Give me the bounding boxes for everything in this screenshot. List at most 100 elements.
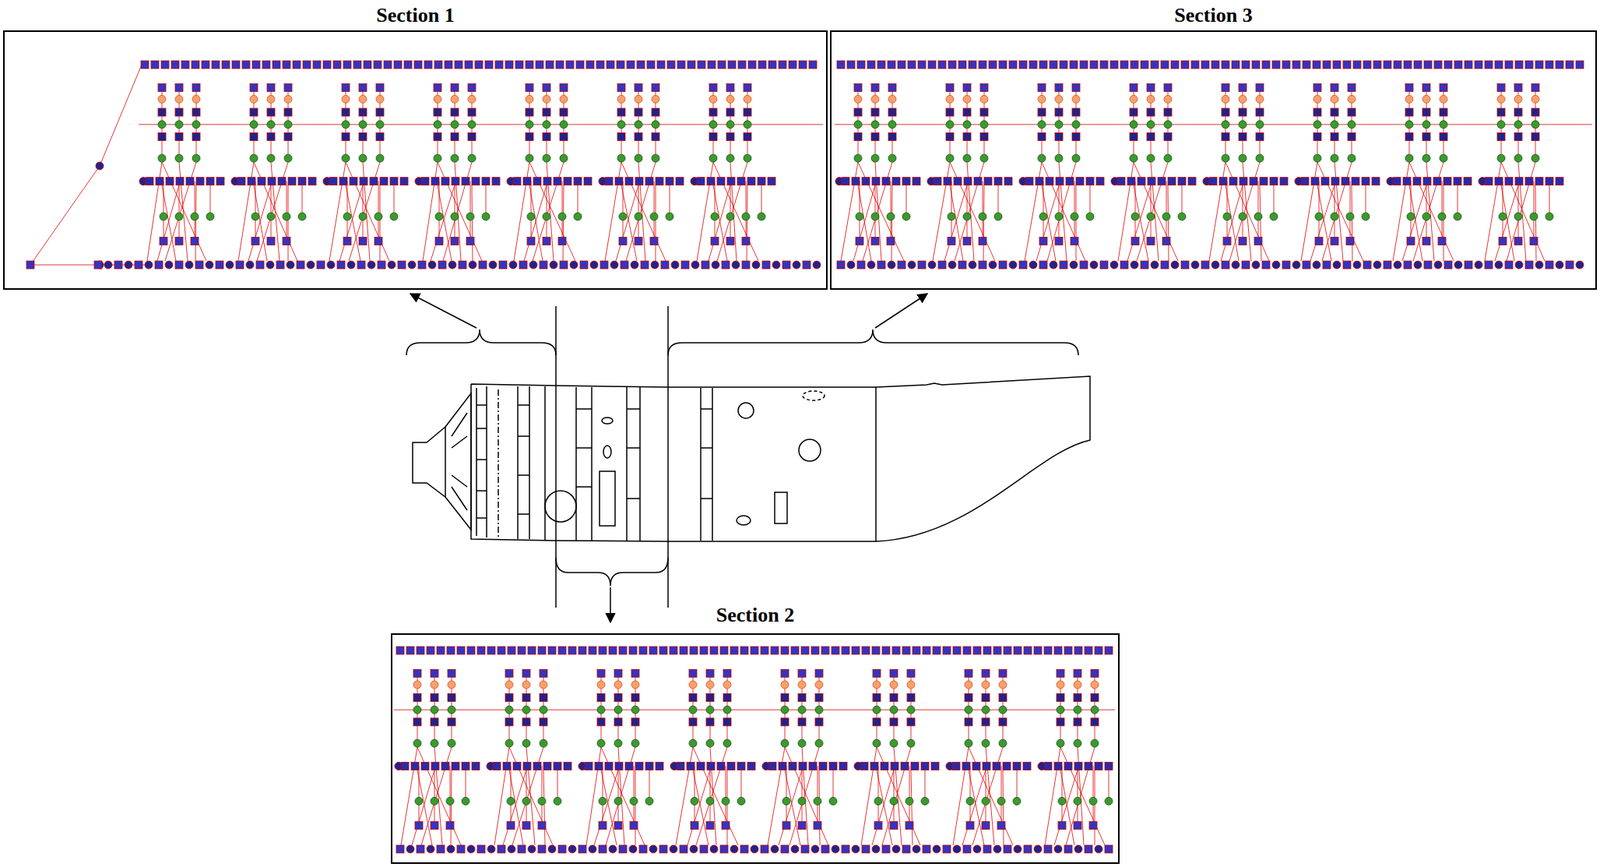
link-line xyxy=(638,161,646,261)
process-circle xyxy=(1104,796,1113,805)
network-elements xyxy=(394,646,1113,853)
link-line xyxy=(1225,161,1270,261)
element-square xyxy=(1347,108,1356,117)
process-circle xyxy=(886,212,895,221)
element-circle xyxy=(487,844,496,853)
process-circle xyxy=(1054,120,1063,129)
link-line xyxy=(378,181,380,217)
element-square xyxy=(568,646,577,655)
element-square xyxy=(1292,60,1301,69)
element-square xyxy=(981,693,990,702)
element-square xyxy=(1545,60,1554,69)
process-circle xyxy=(723,738,732,747)
element-square xyxy=(626,60,635,69)
element-square xyxy=(559,133,568,141)
process-circle xyxy=(829,796,837,805)
element-square xyxy=(1439,108,1448,117)
element-square xyxy=(1146,133,1155,141)
element-square xyxy=(857,260,866,269)
element-square xyxy=(606,60,615,69)
element-square xyxy=(154,260,163,269)
element-square xyxy=(1146,84,1155,92)
element-square xyxy=(1347,84,1356,92)
element-square xyxy=(1049,60,1058,69)
link-line xyxy=(526,746,535,845)
element-circle xyxy=(588,844,597,853)
element-square xyxy=(851,646,860,655)
element-square xyxy=(525,84,534,92)
element-square xyxy=(1545,260,1554,269)
element-square xyxy=(284,133,292,141)
element-circle xyxy=(1494,260,1503,269)
element-square xyxy=(1167,177,1176,186)
element-square xyxy=(727,177,735,186)
element-square xyxy=(1012,762,1021,771)
element-square xyxy=(1073,668,1082,677)
process-circle xyxy=(721,796,730,805)
element-square xyxy=(741,260,750,269)
element-square xyxy=(1280,177,1288,186)
element-square xyxy=(721,821,730,830)
element-square xyxy=(617,84,626,92)
element-square xyxy=(376,108,384,117)
element-square xyxy=(659,646,668,655)
element-square xyxy=(1221,60,1230,69)
link-line xyxy=(861,746,877,845)
element-square xyxy=(963,646,971,655)
element-square xyxy=(657,60,665,69)
element-square xyxy=(1363,260,1372,269)
element-square xyxy=(333,60,342,69)
element-square xyxy=(836,260,845,269)
process-circle xyxy=(175,212,183,221)
element-square xyxy=(1361,177,1370,186)
element-square xyxy=(1221,133,1230,141)
element-square xyxy=(1094,762,1103,771)
element-square xyxy=(1322,260,1331,269)
element-square xyxy=(444,60,453,69)
section-panel: Section 3 xyxy=(829,30,1597,290)
process-circle xyxy=(358,154,367,162)
link-line xyxy=(494,746,510,845)
link-line xyxy=(161,161,207,261)
element-square xyxy=(1433,177,1442,186)
link-line xyxy=(450,770,452,845)
element-square xyxy=(720,844,728,853)
network-model xyxy=(831,31,1596,289)
element-square xyxy=(910,762,919,771)
element-square xyxy=(839,762,848,771)
element-square xyxy=(701,260,710,269)
element-square xyxy=(598,844,607,853)
link-line xyxy=(255,181,257,217)
element-square xyxy=(981,668,990,677)
network-elements xyxy=(26,60,821,269)
process-circle xyxy=(206,212,215,221)
element-square xyxy=(1029,60,1038,69)
element-square xyxy=(706,717,714,726)
element-square xyxy=(945,84,954,92)
process-circle xyxy=(1498,212,1507,221)
link-line xyxy=(1060,770,1075,845)
element-square xyxy=(247,177,256,186)
element-square xyxy=(471,762,480,771)
link-line xyxy=(625,161,656,261)
element-square xyxy=(1201,60,1210,69)
process-circle xyxy=(267,154,275,162)
element-square xyxy=(447,717,456,726)
element-square xyxy=(962,762,971,771)
connection-lines xyxy=(834,87,1593,261)
dome xyxy=(445,393,472,530)
element-square xyxy=(964,717,973,726)
element-square xyxy=(195,260,204,269)
element-square xyxy=(421,177,430,186)
element-square xyxy=(841,177,850,186)
igniter xyxy=(599,471,616,526)
element-circle xyxy=(1094,844,1103,853)
process-circle xyxy=(907,738,915,747)
element-square xyxy=(872,668,881,677)
element-square xyxy=(267,108,275,117)
element-square xyxy=(1555,60,1564,69)
element-square xyxy=(877,260,886,269)
output-circle xyxy=(614,680,623,689)
element-square xyxy=(854,108,862,117)
link-line xyxy=(1181,181,1183,217)
